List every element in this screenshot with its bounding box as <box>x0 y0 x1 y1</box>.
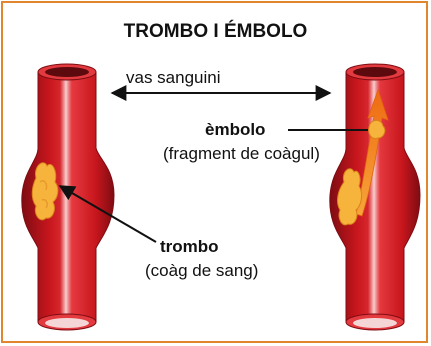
thrombus-clot <box>32 163 58 220</box>
thrombus-label: trombo <box>160 238 219 255</box>
embolus-fragment <box>369 120 385 138</box>
embolus-label: èmbolo <box>205 121 265 138</box>
vessel-label: vas sanguini <box>126 69 221 86</box>
embolus-definition: (fragment de coàgul) <box>163 145 320 162</box>
thrombus-definition: (coàg de sang) <box>145 262 258 279</box>
diagram-title: TROMBO I ÉMBOLO <box>0 22 431 41</box>
